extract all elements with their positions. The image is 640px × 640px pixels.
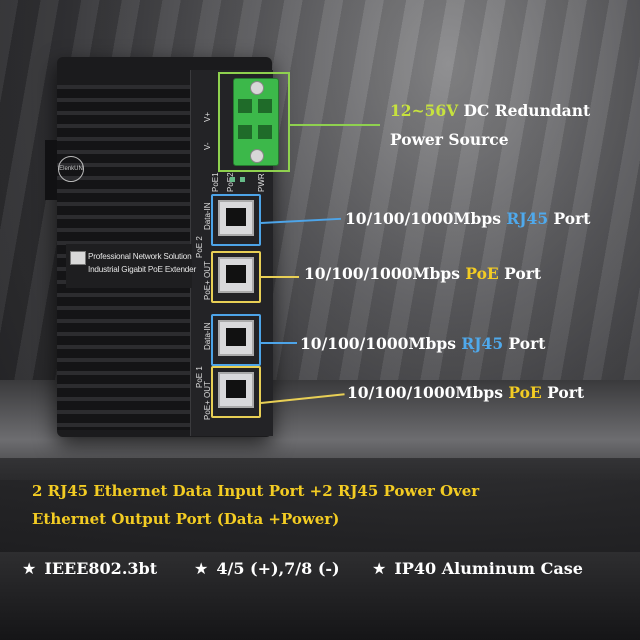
terminal-socket — [258, 125, 272, 139]
terminal-label-vminus: V- — [203, 142, 212, 150]
banner-line-2: Ethernet Output Port (Data +Power) — [32, 510, 340, 528]
network-port-icon — [70, 251, 86, 265]
banner-line-1: 2 RJ45 Ethernet Data Input Port +2 RJ45 … — [32, 482, 480, 500]
terminal-socket — [238, 99, 252, 113]
terminal-socket — [238, 125, 252, 139]
poe-callout-1: 10/100/1000Mbps PoE Port — [304, 264, 542, 283]
power-callout-line2: Power Source — [390, 130, 509, 149]
features-bar — [0, 552, 640, 640]
feature-ieee: ★IEEE802.3bt — [22, 559, 158, 578]
power-callout-line1: 12~56V DC Redundant — [390, 101, 591, 120]
poe-port-highlight — [211, 366, 261, 418]
terminal-screw-icon — [250, 149, 264, 163]
star-icon: ★ — [372, 559, 387, 578]
led-label-pwr: PWR — [257, 173, 266, 192]
star-icon: ★ — [22, 559, 37, 578]
poe-port-highlight — [211, 251, 261, 303]
rj45-callout-1: 10/100/1000Mbps RJ45 Port — [345, 209, 591, 228]
plate-line-1: Professional Network Solution — [88, 252, 192, 261]
device-label-plate — [66, 244, 192, 288]
rj45-callout-line-2 — [261, 342, 297, 344]
poe-out-port-1 — [218, 372, 254, 408]
plate-line-2: Industrial Gigabit PoE Extender — [88, 265, 197, 274]
rj45-callout-2: 10/100/1000Mbps RJ45 Port — [300, 334, 546, 353]
poe-callout-line-1 — [261, 276, 299, 278]
terminal-socket — [258, 99, 272, 113]
power-callout-line — [290, 124, 380, 126]
description-banner — [0, 458, 640, 552]
feature-pinout: ★4/5 (+),7/8 (-) — [194, 559, 340, 578]
rj45-port-highlight — [211, 314, 261, 366]
din-rail-clip — [45, 140, 59, 200]
power-terminal-block — [233, 78, 279, 166]
poe-callout-2: 10/100/1000Mbps PoE Port — [347, 383, 585, 402]
feature-case: ★IP40 Aluminum Case — [372, 559, 583, 578]
star-icon: ★ — [194, 559, 209, 578]
led-label-poe1: PoE1 — [211, 172, 220, 192]
led-indicator — [240, 177, 245, 182]
power-terminal-highlight — [218, 72, 290, 172]
side-label-poe2: PoE 2 — [195, 236, 204, 258]
led-indicator — [230, 177, 235, 182]
terminal-screw-icon — [250, 81, 264, 95]
led-label-poe2: PoE2 — [226, 172, 235, 192]
terminal-label-vplus: V+ — [203, 111, 212, 122]
poe-out-port-2 — [218, 257, 254, 293]
brand-logo: ElenkUN — [58, 156, 84, 182]
rj45-data-in-port-1 — [218, 320, 254, 356]
rj45-port-highlight — [211, 194, 261, 246]
rj45-data-in-port-2 — [218, 200, 254, 236]
